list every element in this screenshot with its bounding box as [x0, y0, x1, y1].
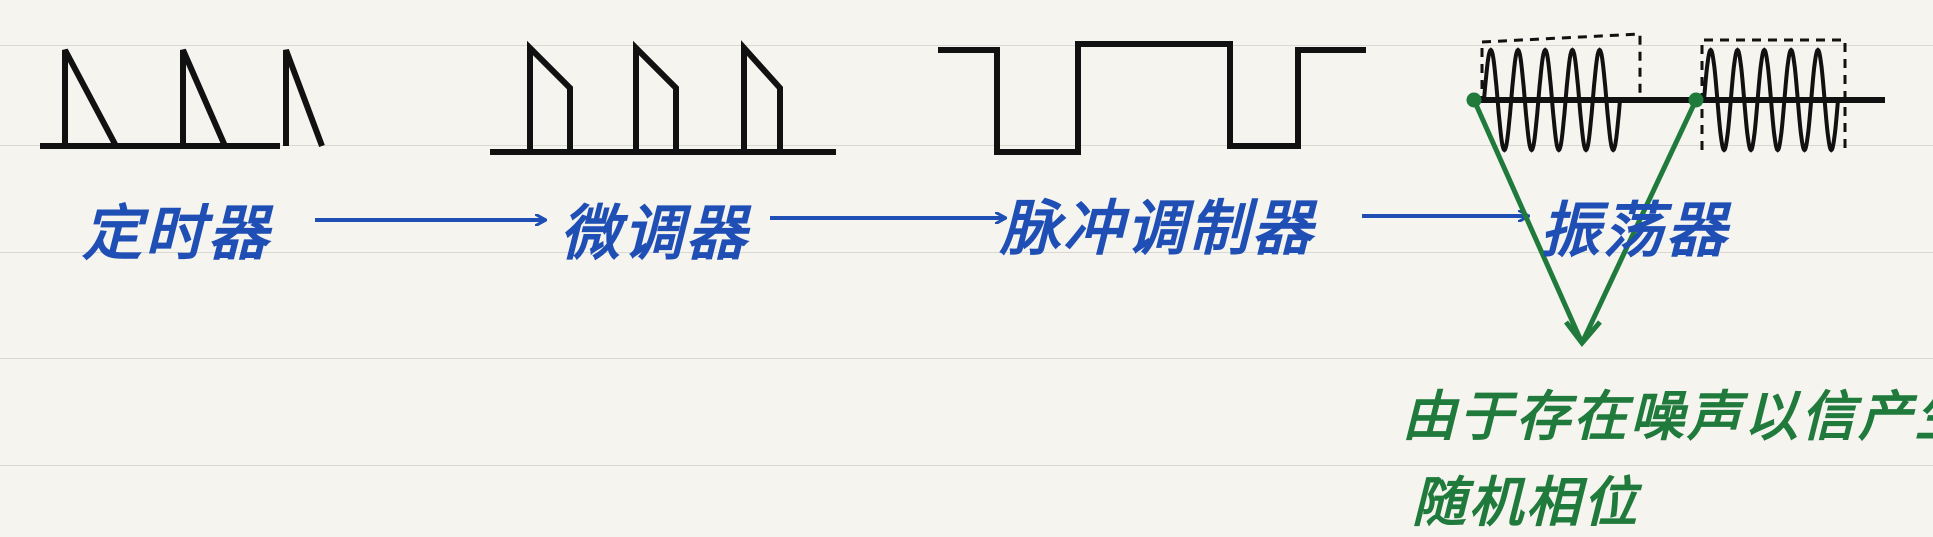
- noise-note-line2: 随机相位: [1412, 470, 1640, 534]
- stage-label-oscillator: 振荡器: [1540, 196, 1729, 266]
- ruled-line: [0, 358, 1933, 359]
- stage-label-timer: 定时器: [82, 199, 271, 269]
- ruled-line: [0, 252, 1933, 253]
- ruled-line: [0, 465, 1933, 466]
- ruled-line: [0, 145, 1933, 146]
- noise-note-line1: 由于存在噪声以信产生: [1402, 384, 1933, 448]
- random-phase-arrows: [1466, 92, 1704, 347]
- gated-sine-waveform: [1470, 32, 1885, 153]
- square-waveform: [938, 41, 1366, 155]
- sawtooth-waveform: [40, 48, 325, 149]
- ruled-line: [0, 45, 1933, 46]
- signal-flow-arrows: [315, 216, 1528, 220]
- stage-label-fine-tuner: 微调器: [560, 199, 749, 269]
- stage-label-pulse-modulator: 脉冲调制器: [1000, 194, 1315, 264]
- clipped-sawtooth-waveform: [490, 40, 836, 155]
